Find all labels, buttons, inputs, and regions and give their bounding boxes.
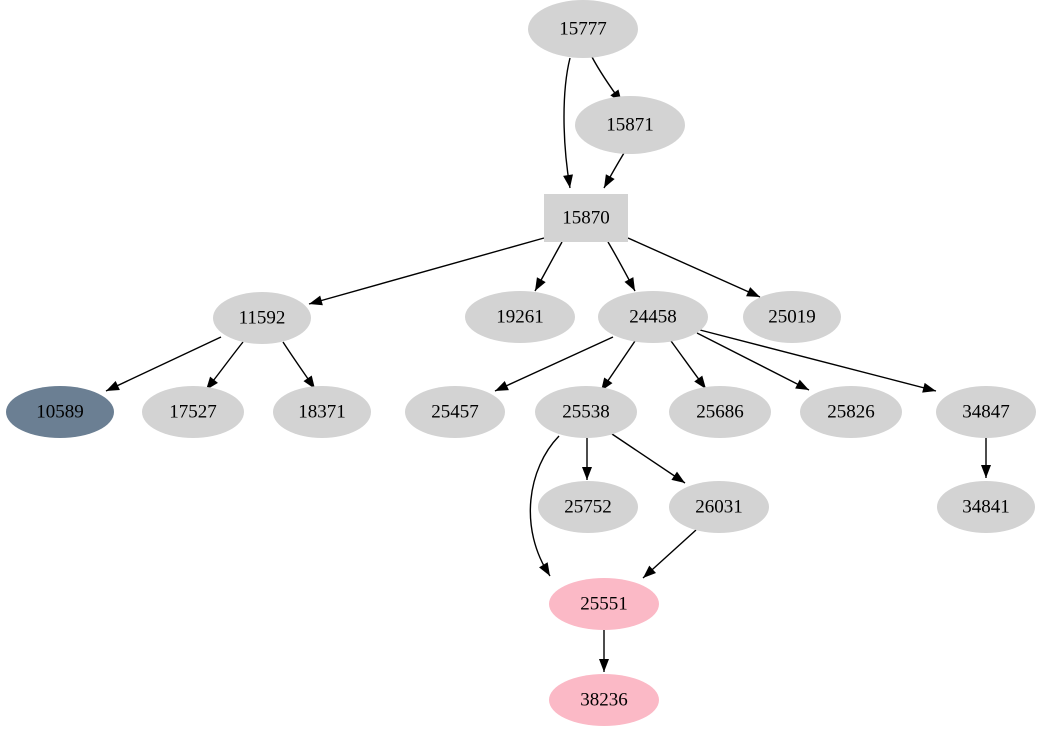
edges-layer <box>105 56 991 672</box>
edge-line <box>529 435 560 577</box>
graph-node-25686[interactable]: 25686 <box>669 386 771 438</box>
edge-line <box>105 336 222 392</box>
node-ellipse[interactable] <box>6 386 114 438</box>
edge-arrowhead <box>643 565 656 578</box>
graph-edge <box>308 237 545 306</box>
graph-edge <box>494 336 614 392</box>
graph-node-25019[interactable]: 25019 <box>743 291 841 343</box>
graph-edge <box>607 241 636 292</box>
edge-line <box>563 57 571 189</box>
graph-edge <box>611 433 686 484</box>
edge-arrowhead <box>535 277 546 291</box>
edge-line <box>627 237 761 298</box>
edge-arrowhead <box>601 377 613 391</box>
graph-edge <box>696 332 810 391</box>
graph-edge <box>699 329 937 393</box>
node-ellipse[interactable] <box>669 481 769 533</box>
node-ellipse[interactable] <box>743 291 841 343</box>
graph-node-25457[interactable]: 25457 <box>405 386 505 438</box>
graph-node-15870[interactable]: 15870 <box>544 194 628 242</box>
graph-node-25826[interactable]: 25826 <box>800 386 902 438</box>
node-ellipse[interactable] <box>213 292 311 344</box>
edge-arrowhead <box>539 562 550 576</box>
graph-node-15777[interactable]: 15777 <box>528 0 638 58</box>
node-ellipse[interactable] <box>575 96 685 154</box>
node-ellipse[interactable] <box>598 291 708 343</box>
graph-edge <box>600 340 636 392</box>
graph-edge <box>642 529 697 579</box>
graph-edge <box>591 56 623 104</box>
graph-node-15871[interactable]: 15871 <box>575 96 685 154</box>
node-ellipse[interactable] <box>549 674 659 726</box>
edge-arrowhead <box>303 375 315 389</box>
graph-edge <box>981 438 991 478</box>
graph-node-10589[interactable]: 10589 <box>6 386 114 438</box>
graph-edge <box>529 435 560 577</box>
node-ellipse[interactable] <box>800 386 902 438</box>
nodes-layer: 15777 15871 15870 11592 19261 24458 25019 10589… <box>6 0 1036 726</box>
edge-line <box>696 332 810 391</box>
graph-node-25551[interactable]: 25551 <box>549 578 659 630</box>
edge-line <box>494 336 614 392</box>
edge-line <box>699 329 937 392</box>
edge-arrowhead <box>795 379 809 390</box>
graph-edge <box>563 57 573 189</box>
graph-node-34847[interactable]: 34847 <box>936 386 1036 438</box>
node-ellipse[interactable] <box>405 386 505 438</box>
graph-edge <box>282 341 316 390</box>
graph-node-38236[interactable]: 38236 <box>549 674 659 726</box>
graph-edge <box>105 336 222 392</box>
edge-line <box>308 237 545 305</box>
edge-arrowhead <box>624 277 635 291</box>
graph-edge <box>670 340 707 390</box>
edge-arrowhead <box>495 381 509 391</box>
graph-node-24458[interactable]: 24458 <box>598 291 708 343</box>
node-rect[interactable] <box>544 194 628 242</box>
edge-line <box>611 433 686 484</box>
edge-arrowhead <box>563 174 573 188</box>
graph-edge <box>582 438 592 480</box>
graph-edge <box>205 341 244 391</box>
node-ellipse[interactable] <box>549 578 659 630</box>
edge-arrowhead <box>206 376 218 390</box>
node-ellipse[interactable] <box>535 386 637 438</box>
graph-edge <box>599 630 609 672</box>
edge-arrowhead <box>981 465 991 478</box>
graph-edge <box>534 241 563 292</box>
graph-node-25752[interactable]: 25752 <box>538 481 638 533</box>
edge-arrowhead <box>106 380 120 391</box>
graph-node-18371[interactable]: 18371 <box>273 386 371 438</box>
edge-arrowhead <box>604 174 615 188</box>
edge-arrowhead <box>582 467 592 480</box>
node-ellipse[interactable] <box>936 386 1036 438</box>
node-ellipse[interactable] <box>273 386 371 438</box>
graph-node-25538[interactable]: 25538 <box>535 386 637 438</box>
graph-node-34841[interactable]: 34841 <box>937 481 1035 533</box>
node-ellipse[interactable] <box>937 481 1035 533</box>
edge-arrowhead <box>922 382 936 393</box>
node-ellipse[interactable] <box>669 386 771 438</box>
graph-node-11592[interactable]: 11592 <box>213 292 311 344</box>
node-ellipse[interactable] <box>465 291 575 343</box>
graph-edge <box>627 237 761 298</box>
edge-arrowhead <box>671 471 685 483</box>
edge-arrowhead <box>309 295 323 306</box>
graph-node-17527[interactable]: 17527 <box>142 386 244 438</box>
node-ellipse[interactable] <box>538 481 638 533</box>
edge-arrowhead <box>599 659 609 672</box>
edge-arrowhead <box>746 287 760 297</box>
node-ellipse[interactable] <box>142 386 244 438</box>
edge-arrowhead <box>694 375 706 389</box>
graph-node-26031[interactable]: 26031 <box>669 481 769 533</box>
graph-node-19261[interactable]: 19261 <box>465 291 575 343</box>
node-ellipse[interactable] <box>528 0 638 58</box>
graph-edge <box>603 152 625 189</box>
